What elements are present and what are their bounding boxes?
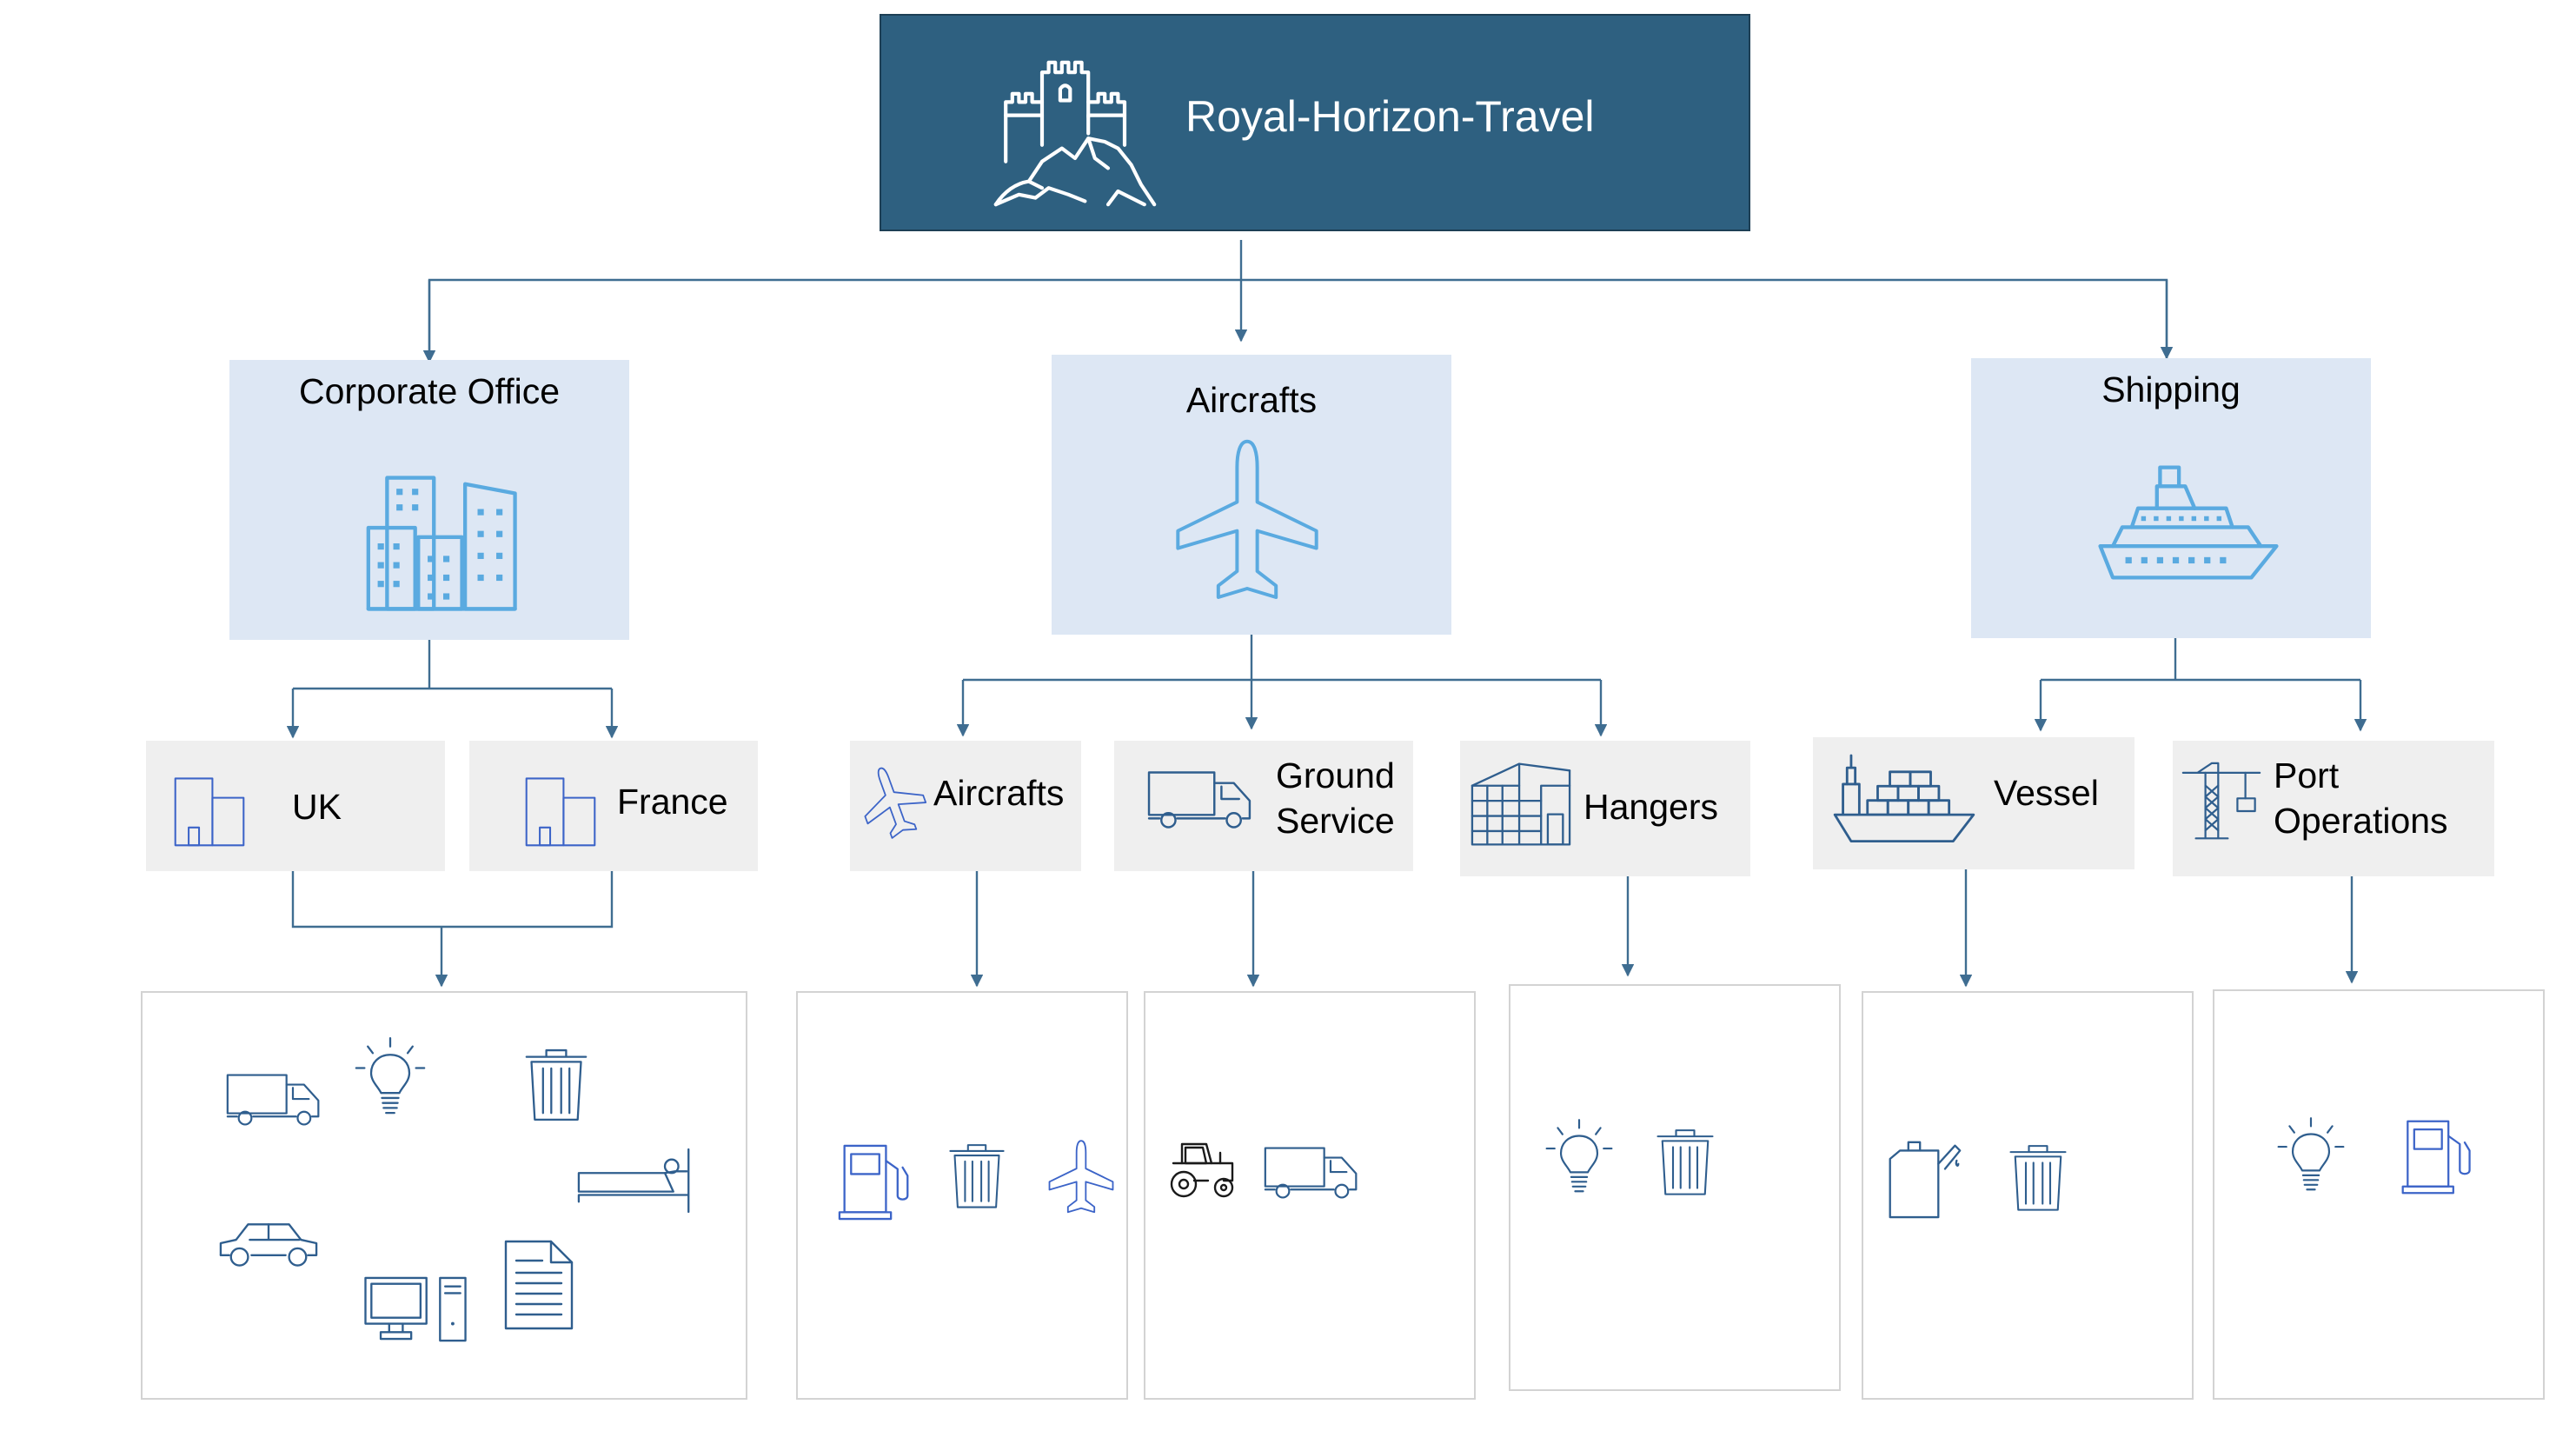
fuel-pump-icon xyxy=(2400,1118,2475,1196)
cruise-ship-icon xyxy=(2093,464,2284,581)
trash-icon xyxy=(2008,1139,2068,1215)
sub-title: Hangers xyxy=(1583,787,1718,827)
cargo-ship-icon xyxy=(1832,749,1976,843)
fuel-can-icon xyxy=(1886,1139,1962,1219)
sub-title-line2: Operations xyxy=(2274,801,2448,841)
truck-icon xyxy=(226,1073,322,1127)
sub-vessel: Vessel xyxy=(1813,737,2134,869)
resources-vessel xyxy=(1862,991,2194,1400)
category-shipping: Shipping xyxy=(1971,358,2371,638)
root-title: Royal-Horizon-Travel xyxy=(1185,92,1595,141)
sub-ground-service: Ground Service xyxy=(1114,741,1413,871)
resources-aircrafts xyxy=(796,991,1128,1400)
trash-icon xyxy=(947,1137,1006,1214)
sub-title: France xyxy=(617,782,728,822)
lightbulb-icon xyxy=(2275,1116,2347,1196)
document-icon xyxy=(504,1240,574,1330)
category-aircrafts: Aircrafts xyxy=(1052,355,1451,635)
bed-icon xyxy=(577,1148,695,1214)
lightbulb-icon xyxy=(353,1036,428,1120)
truck-icon xyxy=(1264,1146,1359,1200)
sub-title: Vessel xyxy=(1994,773,2099,813)
resources-corporate-office xyxy=(141,991,747,1400)
category-title: Shipping xyxy=(2101,369,2241,409)
sub-france: France xyxy=(469,741,758,871)
lightbulb-icon xyxy=(1544,1118,1615,1198)
building-icon xyxy=(172,775,247,847)
resources-ground-service xyxy=(1144,991,1476,1400)
category-title: Aircrafts xyxy=(1185,380,1318,420)
sub-uk: UK xyxy=(146,741,445,871)
trash-icon xyxy=(1655,1125,1716,1198)
sub-aircrafts: Aircrafts xyxy=(850,741,1081,871)
sub-hangers: Hangers xyxy=(1460,741,1750,876)
airplane-icon xyxy=(1048,1137,1114,1217)
resources-hangers xyxy=(1509,984,1841,1391)
sub-title-line1: Ground xyxy=(1276,755,1395,795)
hangar-icon xyxy=(1471,762,1571,847)
truck-icon xyxy=(1147,770,1253,829)
resources-port-operations xyxy=(2213,989,2545,1400)
sub-title-line2: Service xyxy=(1276,801,1395,841)
office-buildings-icon xyxy=(365,475,521,612)
category-title: Corporate Office xyxy=(298,371,561,411)
trash-icon xyxy=(523,1047,589,1122)
sub-port-operations: Port Operations xyxy=(2173,741,2494,876)
fuel-pump-icon xyxy=(838,1142,913,1222)
category-corporate-office: Corporate Office xyxy=(229,360,629,640)
sub-title: UK xyxy=(292,787,342,827)
airplane-icon xyxy=(1175,438,1319,603)
root-box: Royal-Horizon-Travel xyxy=(880,14,1750,231)
computer-icon xyxy=(363,1275,469,1342)
building-icon xyxy=(523,775,598,847)
port-crane-icon xyxy=(2181,762,2261,842)
car-icon xyxy=(217,1217,320,1269)
tractor-icon xyxy=(1170,1137,1239,1201)
airplane-icon xyxy=(860,762,927,842)
sub-title-line1: Port xyxy=(2274,755,2340,795)
sub-title: Aircrafts xyxy=(933,773,1065,813)
castle-icon xyxy=(993,40,1158,210)
